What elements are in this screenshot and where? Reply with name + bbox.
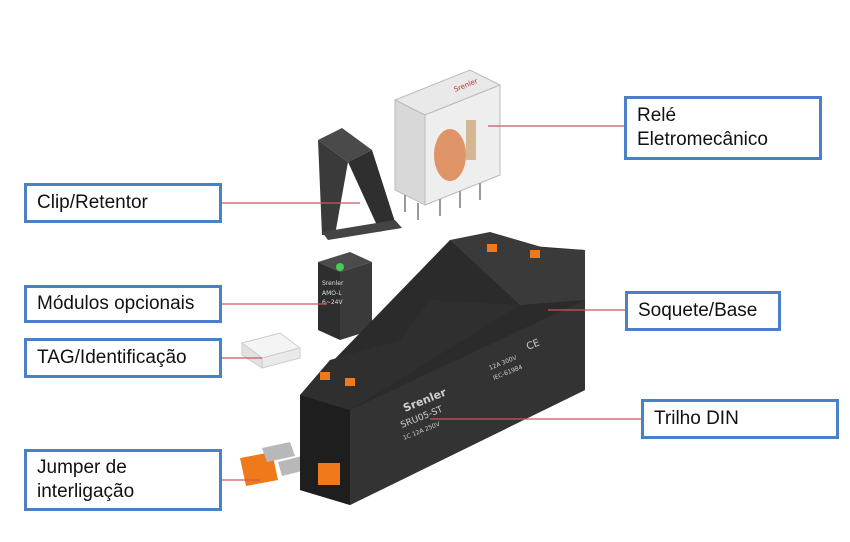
label-tag-text: TAG/Identificação: [37, 347, 187, 368]
label-clip-text: Clip/Retentor: [37, 192, 148, 213]
tag-marker: [240, 332, 302, 369]
module-brand-text: Srenler: [322, 280, 344, 287]
label-jumper-line2: interligação: [37, 481, 135, 502]
label-rele-line2: Eletromecânico: [637, 129, 768, 150]
socket-orange-terminal: [530, 250, 540, 258]
label-soquete-text: Soquete/Base: [638, 300, 758, 321]
module-led: [336, 263, 344, 271]
leader-lines: [222, 125, 641, 481]
relay-coil: [434, 129, 466, 181]
label-modulos-text: Módulos opcionais: [37, 293, 195, 314]
ce-mark: CE: [525, 338, 541, 353]
label-rele-eletromecanico: Relé Eletromecânico: [624, 96, 822, 160]
label-soquete-base: Soquete/Base: [625, 291, 781, 331]
module-model-text: AMO-L: [322, 290, 342, 297]
socket-orange-terminal: [320, 372, 330, 380]
label-trilho-din: Trilho DIN: [641, 399, 839, 439]
label-modulos-opcionais: Módulos opcionais: [24, 285, 222, 323]
optional-module: Srenler AMO-L 6~24V: [318, 252, 372, 340]
clip-retainer: [318, 128, 402, 240]
label-rele-line1: Relé: [637, 105, 677, 126]
socket-orange-terminal: [345, 378, 355, 386]
socket-orange-terminal: [487, 244, 497, 252]
module-voltage-text: 6~24V: [322, 299, 343, 306]
socket-base: Srenler SRU05-ST 1C 12A 250V 12A 300V IE…: [300, 232, 585, 505]
label-jumper-line1: Jumper de: [37, 457, 127, 478]
label-jumper-interligacao: Jumper de interligação: [24, 449, 222, 511]
label-trilho-text: Trilho DIN: [654, 408, 739, 429]
label-tag-identificacao: TAG/Identificação: [24, 338, 222, 378]
din-clip: [318, 463, 340, 485]
relay: Srenler: [393, 69, 502, 220]
jumper: [240, 442, 306, 486]
label-clip-retentor: Clip/Retentor: [24, 183, 222, 223]
